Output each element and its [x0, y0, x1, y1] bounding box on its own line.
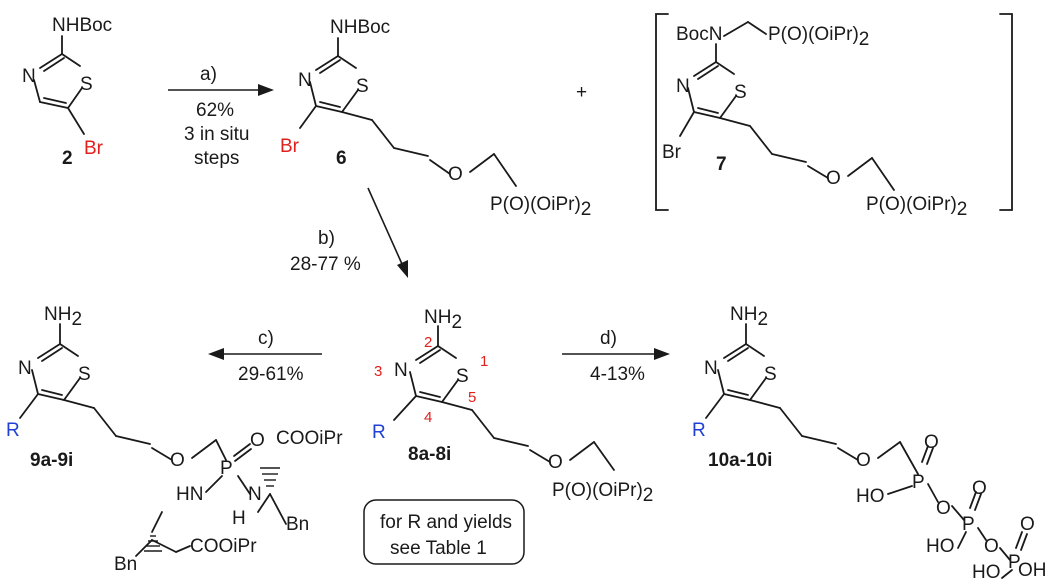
r-group-label: R [692, 420, 706, 441]
bn-label: Bn [114, 554, 137, 575]
arrow-a: a) 62% 3 in situ steps [168, 64, 274, 169]
compound-8-label: 8a-8i [408, 444, 451, 465]
arrow-c: c) 29-61% [208, 328, 322, 385]
phosphonate-label: P(O)(OiPr)2 [552, 480, 653, 506]
s-atom: S [356, 76, 369, 97]
step-d-yield: 4-13% [590, 364, 645, 385]
note-box: for R and yields see Table 1 [363, 499, 525, 565]
o-atom: O [1020, 514, 1035, 535]
position-2-label: 2 [424, 334, 432, 351]
n-atom: N [676, 76, 690, 97]
br-label: Br [84, 138, 104, 159]
o-atom: O [924, 432, 939, 453]
ho-label: HO [926, 536, 955, 557]
s-atom: S [764, 364, 777, 385]
n-atom: N [298, 70, 312, 91]
s-atom: S [734, 82, 747, 103]
n-atom: N [248, 484, 262, 505]
s-atom: S [80, 74, 93, 95]
phosphonate-label: P(O)(OiPr)2 [866, 194, 967, 220]
h-atom: H [232, 508, 246, 529]
nh2-label: NH2 [730, 304, 768, 330]
arrow-d: d) 4-13% [562, 328, 670, 385]
note-line-2: see Table 1 [390, 538, 487, 559]
n-atom: N [18, 358, 32, 379]
r-group-label: R [6, 420, 20, 441]
s-atom: S [456, 366, 469, 387]
r-group-label: R [372, 422, 386, 443]
step-a-label: a) [200, 64, 217, 85]
stereo-hash-bond [260, 467, 280, 487]
o-atom: O [548, 452, 563, 473]
p-atom: P [1008, 552, 1021, 573]
n-atom: N [394, 360, 408, 381]
br-label: Br [280, 136, 300, 157]
compound-2-label: 2 [62, 148, 73, 169]
o-atom: O [936, 498, 951, 519]
n-atom: N [704, 358, 718, 379]
step-a-insitu: 3 in situ [184, 124, 250, 145]
nh2-label: NH2 [424, 307, 462, 333]
p-atom: P [220, 458, 233, 479]
o-atom: O [250, 430, 265, 451]
ester-label: COOiPr [276, 428, 343, 449]
o-atom: O [170, 450, 185, 471]
ho-label: HO [972, 562, 1001, 580]
oh-label: OH [1018, 560, 1047, 580]
compound-8-structure: NH2 2 3 N S 1 4 5 R 8a-8i O P(O)(OiPr)2 [372, 307, 653, 506]
step-c-label: c) [258, 328, 274, 349]
o-atom: O [856, 450, 871, 471]
step-d-label: d) [600, 328, 617, 349]
o-atom: O [826, 168, 841, 189]
bocn-label: BocN [676, 24, 722, 45]
position-1-label: 1 [480, 353, 488, 370]
ester-label: COOiPr [190, 536, 257, 557]
position-5-label: 5 [468, 389, 476, 406]
compound-6-structure: NHBoc N S Br 6 O P(O)(OiPr)2 [280, 17, 591, 220]
position-4-label: 4 [424, 409, 432, 426]
phosphonate-label: P(O)(OiPr)2 [490, 194, 591, 220]
step-c-yield: 29-61% [238, 364, 304, 385]
plus-sign: + [576, 82, 587, 103]
compound-10-label: 10a-10i [708, 450, 772, 471]
compound-7-label: 7 [716, 154, 727, 175]
compound-2-structure: NHBoc N S Br 2 [22, 15, 112, 169]
note-line-1: for R and yields [380, 512, 512, 533]
nhboc-label: NHBoc [330, 17, 390, 38]
compound-9-label: 9a-9i [30, 450, 73, 471]
step-a-yield: 62% [196, 100, 234, 121]
compound-9-structure: NH2 N S R 9a-9i O P O COOiPr HN N H Bn B… [6, 304, 343, 575]
step-b-yield: 28-77 % [290, 254, 361, 275]
compound-6-label: 6 [336, 148, 347, 169]
o-atom: O [972, 478, 987, 499]
p-atom: P [912, 472, 925, 493]
bn-label: Bn [286, 514, 309, 535]
phosphonate-label: P(O)(OiPr)2 [768, 24, 869, 50]
p-atom: P [962, 514, 975, 535]
n-atom: N [22, 66, 36, 87]
arrow-b: b) 28-77 % [290, 187, 408, 278]
s-atom: S [78, 364, 91, 385]
step-b-label: b) [318, 228, 335, 249]
nhboc-label: NHBoc [52, 15, 112, 36]
o-atom: O [984, 536, 999, 557]
compound-7-structure: BocN P(O)(OiPr)2 N S Br 7 O P(O)(OiPr)2 [655, 13, 1013, 220]
ho-label: HO [856, 486, 885, 507]
hn-label: HN [176, 484, 203, 505]
nh2-label: NH2 [44, 304, 82, 330]
br-label: Br [662, 142, 682, 163]
o-atom: O [448, 164, 463, 185]
compound-10-structure: NH2 N S R 10a-10i O P O HO O P O HO O P … [692, 304, 1047, 580]
position-3-label: 3 [374, 363, 382, 380]
step-a-steps: steps [194, 148, 239, 169]
